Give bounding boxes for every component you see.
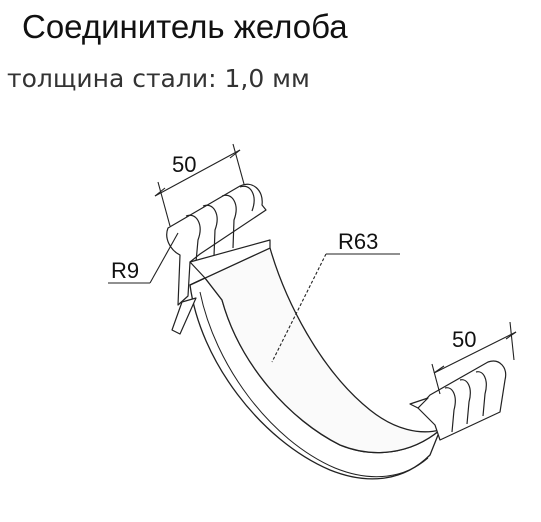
leader-r9-diagonal (149, 232, 179, 284)
left-clip-rib-1 (185, 214, 201, 263)
connector-body (189, 247, 441, 480)
left-clip-rib-2 (202, 204, 218, 257)
leader-r63-diagonal (271, 253, 327, 363)
dim-right-arrow-b (505, 331, 517, 340)
left-clip (166, 183, 271, 335)
connector-bottom-edge (199, 291, 429, 478)
dim-left-arrow-a (154, 187, 166, 197)
dim-right-width-label: 50 (452, 327, 476, 352)
left-clip-lip (189, 239, 271, 279)
right-clip-plate (417, 360, 507, 441)
right-clip (409, 360, 507, 441)
dim-left-extension-a (157, 181, 171, 227)
dimension-left-width (154, 143, 245, 227)
dim-right-extension-a (431, 363, 441, 395)
left-clip-rib-3 (221, 194, 237, 249)
leader-r63-label: R63 (338, 229, 378, 254)
connector-inner-face (189, 247, 441, 454)
dim-right-line (433, 331, 517, 374)
right-clip-rib-3 (475, 371, 487, 417)
leader-r63 (271, 253, 400, 363)
right-clip-rib-2 (459, 379, 471, 425)
page-title: Соединитель желоба (22, 8, 348, 45)
dim-left-line (154, 149, 241, 197)
left-clip-rib-4 (239, 185, 255, 212)
right-clip-hook (409, 397, 429, 409)
left-clip-plate (166, 183, 267, 306)
dim-right-extension-b (509, 321, 515, 361)
leader-r9 (108, 232, 179, 284)
left-clip-hook (171, 297, 197, 335)
page-subtitle: толщина стали: 1,0 мм (7, 64, 310, 93)
right-clip-rib-1 (444, 387, 456, 433)
dim-left-width-label: 50 (172, 152, 196, 177)
dim-left-arrow-b (229, 149, 241, 159)
dim-left-extension-b (232, 143, 245, 185)
dimension-right-width (431, 321, 517, 395)
leader-r9-label: R9 (111, 258, 139, 283)
dim-right-arrow-a (433, 365, 445, 374)
